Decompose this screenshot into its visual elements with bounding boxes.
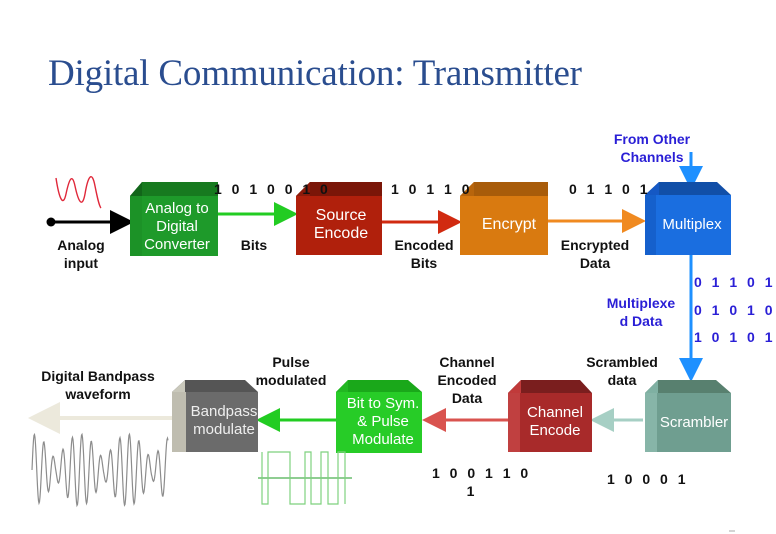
channel-output-bits: 1 0 0 1 1 0 1 — [432, 465, 532, 499]
encrypt-block-label: Encrypt — [481, 216, 537, 233]
analog-sine-icon — [55, 176, 102, 209]
adc-block-label: Analog to Digital Converter — [144, 200, 210, 253]
digital-bandpass-waveform-label: Digital Bandpass waveform — [41, 368, 155, 402]
slide-title: Digital Communication: Transmitter — [48, 53, 582, 94]
multiplex-block-label: Multiplex — [662, 216, 722, 233]
from-other-channels-label: From Other Channels — [613, 131, 691, 165]
bandpass-block — [172, 380, 258, 452]
pulse-modulated-label: Pulse modulated — [255, 354, 327, 388]
encrypt-block — [460, 182, 548, 255]
scrambled-data-label: Scrambled data — [586, 354, 658, 388]
scrambler-block — [645, 380, 731, 452]
pulse-modulate-block — [336, 380, 422, 453]
scrambler-output-bits: 1 0 0 0 1 — [607, 471, 689, 487]
scrambler-block-label: Scrambler — [659, 414, 729, 431]
adc-output-bits: 1 0 1 0 0 1 0 — [214, 181, 331, 197]
mux-output-bits-3: 1 0 1 0 1 — [694, 329, 776, 345]
encrypted-data-label: Encrypted Data — [560, 237, 630, 271]
pulse-waveform-icon — [258, 451, 352, 505]
adc-block — [130, 182, 218, 256]
mux-output-bits-2: 0 1 0 1 0 — [694, 302, 776, 318]
analog-input-label: Analog input — [57, 237, 105, 271]
channel-encode-block — [508, 380, 592, 452]
source-encode-block — [296, 182, 382, 255]
encrypt-output-bits: 0 1 1 0 1 — [569, 181, 651, 197]
pulse-modulate-block-label: Bit to Sym. & Pulse Modulate — [346, 395, 420, 448]
bits-label: Bits — [240, 237, 268, 253]
bandpass-block-label: Bandpass modulate — [190, 403, 258, 438]
multiplexed-data-label: Multiplexe d Data — [606, 295, 676, 329]
channel-encode-block-label: Channel Encode — [527, 404, 583, 439]
source-output-bits: 1 0 1 1 0 — [391, 181, 473, 197]
channel-encoded-data-label: Channel Encoded Data — [437, 354, 497, 406]
bandpass-waveform-icon — [31, 432, 169, 508]
mux-output-bits-1: 0 1 1 0 1 — [694, 274, 776, 290]
source-encode-block-label: Source Encode — [313, 207, 369, 242]
encoded-bits-label: Encoded Bits — [394, 237, 454, 271]
multiplex-block — [645, 182, 731, 255]
